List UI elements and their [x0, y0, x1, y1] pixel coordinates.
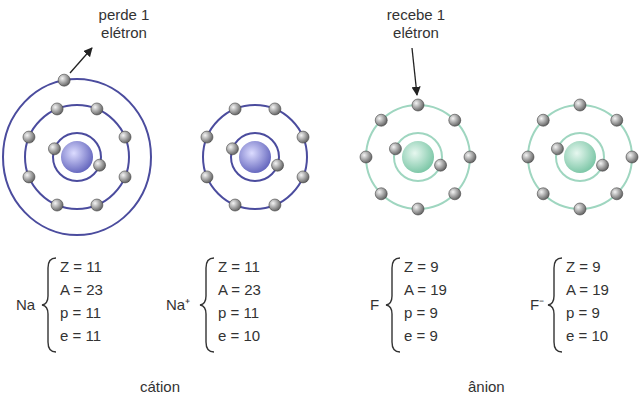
leader-arrow: [412, 48, 417, 95]
atomic-data: e = 11: [60, 327, 101, 345]
nucleus: [402, 141, 434, 173]
element-symbol: Na⁺: [166, 296, 190, 314]
electron: [51, 103, 63, 115]
electron: [297, 131, 309, 143]
atomic-data: p = 9: [566, 304, 600, 322]
atomic-data: Z = 11: [60, 258, 102, 276]
electron-shell: [25, 105, 129, 209]
electron: [389, 143, 401, 155]
electron: [537, 114, 549, 126]
electron-shell: [53, 133, 101, 181]
electron: [551, 143, 563, 155]
electron: [297, 171, 309, 183]
electron: [226, 143, 238, 155]
electron: [48, 143, 60, 155]
atomic-data: Z = 9: [566, 258, 601, 276]
element-symbol: F⁻: [530, 296, 544, 314]
nucleus: [239, 141, 271, 173]
curly-brackets: [42, 258, 562, 352]
atomic-data: A = 23: [60, 281, 103, 299]
electron: [91, 199, 103, 211]
electron-shell: [203, 105, 307, 209]
electron-shell: [556, 133, 604, 181]
atomic-data: Z = 9: [404, 258, 439, 276]
atomic-data: e = 9: [404, 327, 438, 345]
electron-shell: [366, 105, 470, 209]
electron: [229, 199, 241, 211]
electron: [23, 171, 35, 183]
atomic-data: e = 10: [566, 327, 608, 345]
electron: [119, 171, 131, 183]
electron: [51, 199, 63, 211]
electron: [435, 159, 447, 171]
atom-drawings: [3, 74, 638, 235]
atomic-data: A = 19: [404, 281, 447, 299]
electron: [574, 99, 586, 111]
electron: [201, 131, 213, 143]
atomic-data: p = 11: [60, 304, 101, 322]
electron: [522, 151, 534, 163]
electron: [537, 188, 549, 200]
electron: [23, 131, 35, 143]
element-symbol: F: [370, 296, 379, 314]
atomic-data: e = 10: [218, 327, 260, 345]
electron: [375, 114, 387, 126]
electron: [412, 203, 424, 215]
electron-shell: [231, 133, 279, 181]
atomic-data: p = 11: [218, 304, 259, 322]
electron: [269, 103, 281, 115]
ion-type: cátion: [140, 378, 180, 396]
electron: [574, 203, 586, 215]
electron: [611, 188, 623, 200]
electron-shell: [394, 133, 442, 181]
element-symbol: Na: [16, 296, 35, 314]
nucleus: [61, 141, 93, 173]
electron: [119, 131, 131, 143]
nucleus: [564, 141, 596, 173]
atomic-data: A = 23: [218, 281, 261, 299]
leader-arrow: [70, 48, 92, 73]
electron: [449, 188, 461, 200]
atomic-data: p = 9: [404, 304, 438, 322]
electron: [464, 151, 476, 163]
electron: [412, 99, 424, 111]
ion-type: ânion: [468, 378, 505, 396]
electron: [201, 171, 213, 183]
atomic-data: A = 19: [566, 281, 609, 299]
electron: [94, 159, 106, 171]
callout-text: perde 1 elétron: [86, 6, 162, 42]
electron: [611, 114, 623, 126]
electron: [449, 114, 461, 126]
atomic-data: Z = 11: [218, 258, 260, 276]
electron-shell: [3, 79, 151, 235]
electron: [272, 159, 284, 171]
electron: [626, 151, 638, 163]
electron: [269, 199, 281, 211]
electron: [91, 103, 103, 115]
electron-shell: [528, 105, 632, 209]
electron: [597, 159, 609, 171]
electron: [58, 74, 70, 86]
electron: [229, 103, 241, 115]
electron: [375, 188, 387, 200]
electron: [360, 151, 372, 163]
callout-text: recebe 1 elétron: [374, 6, 458, 42]
